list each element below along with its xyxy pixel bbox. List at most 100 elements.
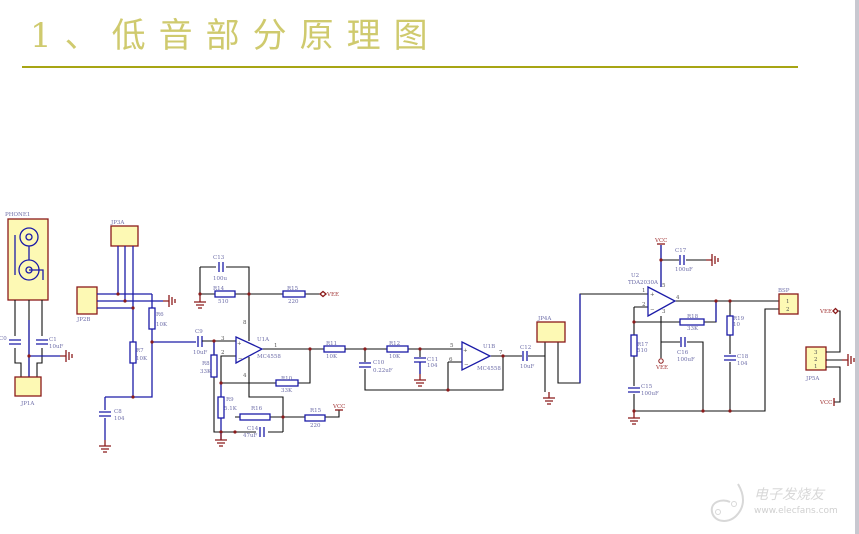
component-label: 510 (218, 299, 229, 305)
component-label: MC4558 (477, 366, 501, 372)
component-label: C1 (49, 337, 57, 343)
component-label: C14 (247, 426, 259, 432)
jp3a-connector: JP3A (110, 220, 139, 247)
resistor-r16: R16 510 (239, 406, 271, 421)
component-label: 10uF (49, 344, 64, 350)
component-label: 100uF (641, 391, 659, 397)
ground-icon (841, 353, 855, 367)
watermark: 电子发烧友 www.elecfans.com (708, 478, 848, 528)
component-label: C13 (213, 255, 225, 261)
ground-icon (627, 411, 641, 425)
component-label: C11 (427, 357, 438, 363)
component-label: R18 (687, 314, 699, 320)
elecfans-logo-icon (710, 483, 744, 522)
vcc-label: VCC (332, 404, 345, 410)
opamp-u1a: +− U1A MC4558 3 2 1 8 4 (221, 320, 281, 379)
ground-icon (214, 433, 228, 447)
component-label: R12 (389, 341, 400, 347)
component-label: 33K (687, 326, 699, 332)
speaker-connector-bsp: BSP 1 2 (778, 288, 799, 315)
component-label: R6 (156, 312, 164, 318)
resistor-r17: R17 510 (630, 334, 649, 357)
slide-title: 1、低音部分原理图 (30, 16, 441, 56)
component-label: 1 (814, 364, 818, 370)
component-label: 33K (281, 388, 293, 394)
vee-label: VEE (819, 309, 832, 315)
component-label: 5.1K (224, 406, 238, 412)
component-label: R14 (213, 286, 225, 292)
resistor-r19: R19 10 (726, 315, 745, 336)
vee-label: VEE (655, 365, 668, 371)
vee-label: VEE (326, 292, 339, 298)
ground-icon (413, 373, 427, 387)
component-label: 10uF (193, 350, 208, 356)
component-label: R10 (281, 376, 293, 382)
vee-port-icon (658, 358, 664, 364)
slide-edge (855, 0, 859, 534)
component-label: 104 (427, 363, 438, 369)
component-label: JP2B (76, 317, 90, 323)
component-label: 104 (737, 361, 748, 367)
component-label: C9 (195, 329, 203, 335)
component-label: JP1A (20, 401, 35, 407)
component-label: R8 (202, 361, 210, 367)
resistor-r18: R18 33K (679, 314, 705, 332)
capacitor-c14: C14 47uF (243, 426, 265, 439)
component-label: TDA2030A (628, 280, 659, 286)
component-label: 8 (243, 320, 247, 326)
component-label: C8 (114, 409, 122, 415)
component-label: 10 (733, 322, 740, 328)
vee-port-icon (318, 290, 328, 298)
component-label: BSP (778, 288, 790, 294)
component-label: C18 (737, 354, 749, 360)
component-label: U1A (257, 337, 270, 343)
ground-icon (162, 294, 176, 308)
capacitor-c0: C0 (0, 336, 21, 345)
title-divider (22, 66, 798, 68)
resistor-r15-upper: R15 220 (282, 286, 306, 305)
component-label: 2 (814, 357, 818, 363)
component-label: 2 (221, 350, 225, 356)
component-label: C10 (373, 360, 385, 366)
capacitor-c17: C17 100uF (675, 248, 693, 273)
capacitor-c13: C13 100u (213, 255, 227, 282)
jp4a-connector: JP4A (536, 316, 566, 343)
vee-port-icon (832, 307, 839, 315)
resistor-r10: R10 33K (275, 376, 299, 394)
component-label: 100u (213, 276, 227, 282)
jp1a-connector: JP1A (14, 376, 42, 407)
capacitor-c12: C12 10uF (520, 345, 535, 370)
ground-icon (98, 439, 112, 453)
watermark-url: www.elecfans.com (754, 506, 838, 516)
capacitor-c18: C18 104 (724, 354, 749, 367)
ground-icon (193, 295, 207, 309)
vcc-label: VCC (654, 238, 667, 244)
component-label: 220 (310, 423, 321, 429)
resistor-r12: R12 10K (386, 341, 409, 360)
component-label: JP5A (805, 376, 820, 382)
component-label: 10K (389, 354, 401, 360)
resistor-r15-lower: R15 220 (304, 408, 326, 429)
component-label: 10K (136, 356, 148, 362)
component-label: 5 (450, 343, 454, 349)
component-label: JP3A (110, 220, 125, 226)
capacitor-c11: C11 104 (414, 357, 438, 369)
component-label: 220 (288, 299, 299, 305)
resistor-r7: R7 10K (129, 341, 148, 364)
component-label: 4 (676, 295, 680, 301)
component-label: R9 (226, 397, 234, 403)
component-label: R11 (326, 341, 337, 347)
component-label: 47uF (243, 433, 258, 439)
phone1-label: PHONE1 (5, 212, 30, 218)
component-label: C0 (0, 336, 7, 342)
component-label: 10K (156, 322, 168, 328)
svg-text:−: − (238, 356, 243, 362)
resistor-r6: R6 10K (148, 307, 168, 330)
component-label: 100uF (677, 357, 695, 363)
component-label: C16 (677, 350, 689, 356)
component-label: R16 (251, 406, 263, 412)
component-label: MC4558 (257, 354, 281, 360)
component-label: 5 (662, 283, 666, 289)
jp5a-connector: JP5A 3 2 1 (805, 346, 827, 382)
capacitor-c10: C10 0.22uF (359, 360, 393, 374)
